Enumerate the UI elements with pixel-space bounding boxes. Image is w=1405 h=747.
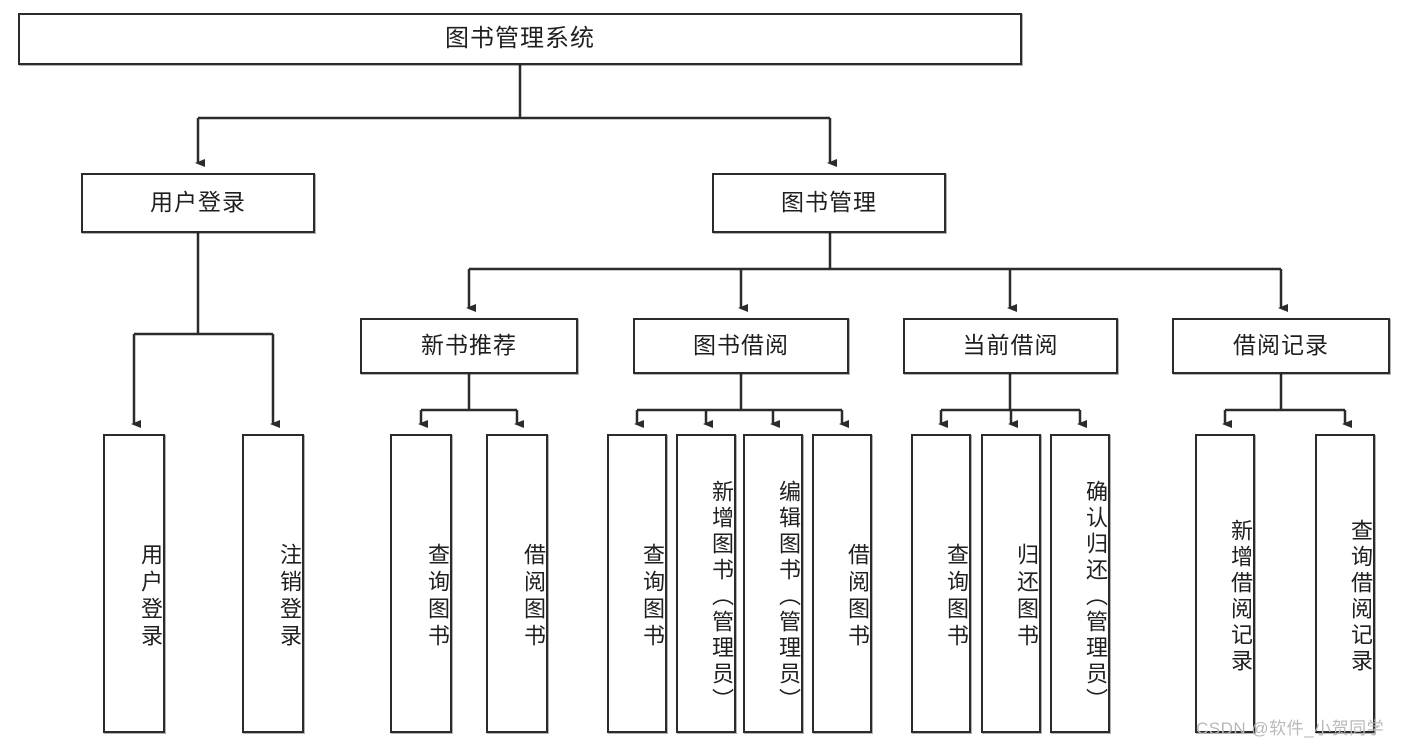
node-new-book-recommend[interactable]: 新书推荐 <box>360 318 578 374</box>
node-borrow-record[interactable]: 借阅记录 <box>1172 318 1390 374</box>
node-user-login[interactable]: 用户登录 <box>81 173 315 233</box>
leaf-user-login-signout[interactable]: 注销登录 <box>242 434 304 733</box>
leaf-current-return-books[interactable]: 归还图书 <box>981 434 1041 733</box>
leaf-current-query-books[interactable]: 查询图书 <box>911 434 971 733</box>
leaf-record-query-borrow-record[interactable]: 查询借阅记录 <box>1315 434 1375 733</box>
node-root-library-management-system[interactable]: 图书管理系统 <box>18 13 1022 65</box>
leaf-new-book-query-books[interactable]: 查询图书 <box>390 434 452 733</box>
leaf-borrow-add-book-admin[interactable]: 新增图书（管理员） <box>676 434 736 733</box>
leaf-current-confirm-return-admin[interactable]: 确认归还（管理员） <box>1050 434 1110 733</box>
leaf-record-add-borrow-record[interactable]: 新增借阅记录 <box>1195 434 1255 733</box>
node-book-borrow[interactable]: 图书借阅 <box>633 318 849 374</box>
leaf-borrow-edit-book-admin[interactable]: 编辑图书（管理员） <box>743 434 803 733</box>
leaf-borrow-borrow-books[interactable]: 借阅图书 <box>812 434 872 733</box>
node-book-management[interactable]: 图书管理 <box>712 173 946 233</box>
node-current-borrow[interactable]: 当前借阅 <box>903 318 1118 374</box>
leaf-new-book-borrow-books[interactable]: 借阅图书 <box>486 434 548 733</box>
leaf-borrow-query-books[interactable]: 查询图书 <box>607 434 667 733</box>
leaf-user-login-signin[interactable]: 用户登录 <box>103 434 165 733</box>
